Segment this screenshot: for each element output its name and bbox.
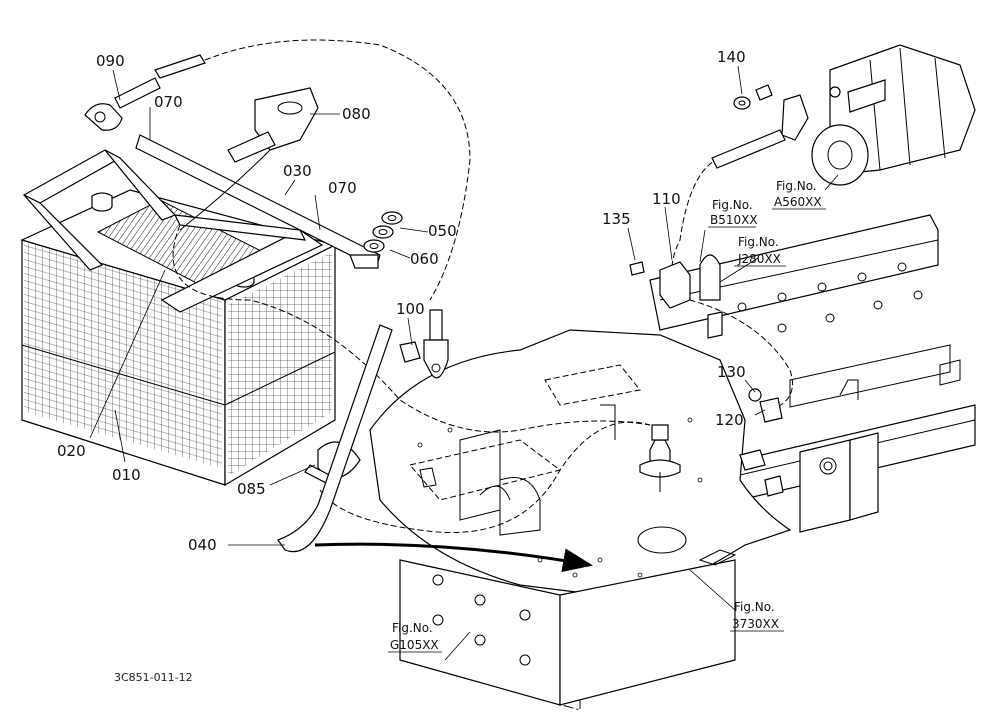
ref-a560xx-title: Fig.No. [776, 179, 817, 193]
starter-cable [711, 84, 809, 169]
battery-cable-positive [84, 39, 471, 301]
ref-3730xx-title: Fig.No. [734, 600, 775, 614]
ref-b510xx-title: Fig.No. [712, 198, 753, 212]
leader-lines [89, 65, 839, 661]
battery-holder [22, 134, 381, 313]
label-085: 085 [237, 480, 266, 498]
ref-a560xx[interactable]: Fig.No. A560XX [772, 179, 826, 210]
starter-motor [811, 44, 976, 186]
ref-b510xx-code: B510XX [710, 213, 758, 227]
ref-j280xx-title: Fig.No. [738, 235, 779, 249]
drawing-code: 3C851-011-12 [114, 671, 193, 684]
label-060: 060 [410, 250, 439, 268]
assembly-arrow [314, 542, 593, 573]
label-130: 130 [717, 363, 746, 381]
ref-g105xx-title: Fig.No. [392, 621, 433, 635]
label-090: 090 [96, 52, 125, 70]
floor-plate [369, 329, 792, 711]
ref-3730xx[interactable]: Fig.No. 3730XX [730, 600, 784, 632]
ref-j280xx[interactable]: Fig.No. J280XX [734, 235, 786, 267]
label-040: 040 [188, 536, 217, 554]
ref-a560xx-code: A560XX [774, 195, 822, 209]
cable-route-bottom [319, 421, 651, 533]
label-080: 080 [342, 105, 371, 123]
clamps [629, 254, 783, 423]
label-070-upper: 070 [154, 93, 183, 111]
ref-g105xx[interactable]: Fig.No. G105XX [388, 621, 442, 653]
ref-b510xx[interactable]: Fig.No. B510XX [708, 198, 758, 228]
label-100: 100 [396, 300, 425, 318]
label-140: 140 [717, 48, 746, 66]
ref-3730xx-code: 3730XX [732, 617, 779, 631]
label-120: 120 [715, 411, 744, 429]
label-050: 050 [428, 222, 457, 240]
frame-rail [649, 214, 976, 533]
label-135: 135 [602, 210, 631, 228]
label-110: 110 [652, 190, 681, 208]
ref-g105xx-code: G105XX [390, 638, 439, 652]
cable-route-battery [172, 224, 651, 433]
label-070-lower: 070 [328, 179, 357, 197]
battery-cable-negative [179, 87, 319, 231]
rod [277, 324, 393, 553]
terminal-bolt [399, 309, 449, 379]
label-030: 030 [283, 162, 312, 180]
ref-j280xx-code: J280XX [737, 252, 781, 266]
washers [363, 211, 403, 253]
label-010: 010 [112, 466, 141, 484]
label-020: 020 [57, 442, 86, 460]
